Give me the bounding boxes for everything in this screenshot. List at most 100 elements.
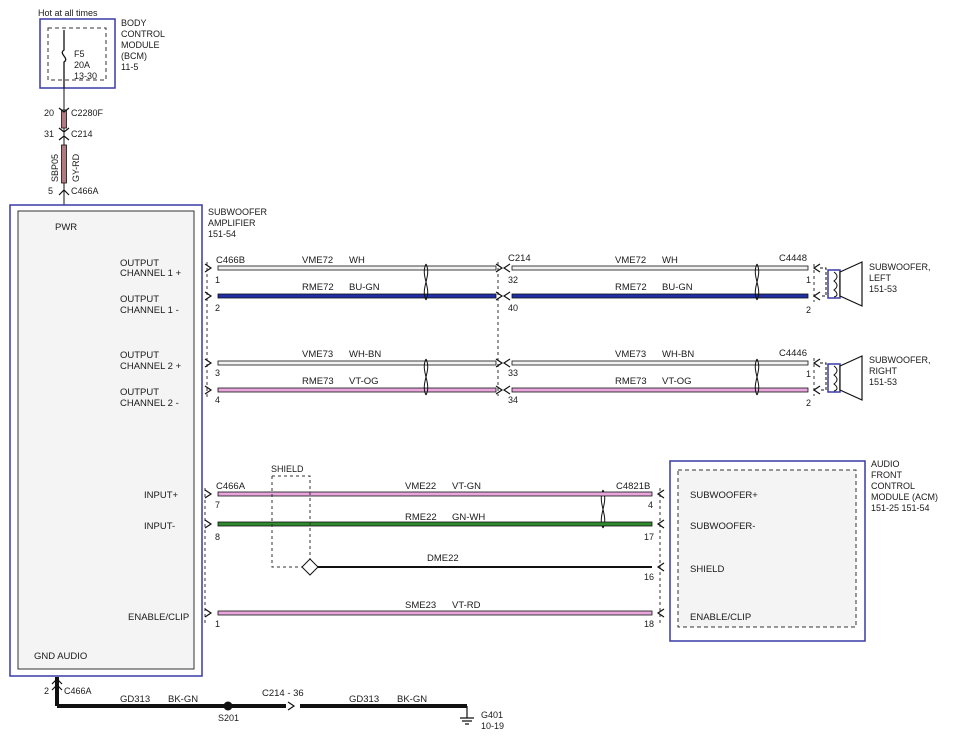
pin-output-ch2-plus-line2: CHANNEL 2 + (120, 361, 182, 372)
wire-vme73-seg2 (511, 360, 809, 366)
arrow-c466a-1-icon (204, 608, 213, 618)
rme72-color-left: BU-GN (349, 282, 380, 293)
ground-g401-ref: 10-19 (481, 721, 504, 731)
acm-title-line-4: MODULE (ACM) (871, 492, 938, 502)
acm-outer-box (669, 460, 866, 642)
wire-rme72-seg2 (511, 293, 809, 299)
ground-symbol-icon (460, 706, 474, 725)
c4446-label: C4446 (779, 348, 807, 359)
gd313-circuit-2: GD313 (349, 694, 379, 705)
output-wire-vme72 (217, 265, 809, 271)
output-wire-rme72 (217, 293, 809, 299)
bcm-box (39, 18, 116, 89)
twist-output1-right-icon (754, 263, 760, 301)
power-circuit: SBP05 (50, 154, 60, 182)
vme22-circuit: VME22 (405, 481, 436, 492)
acm-pin-shield: SHIELD (690, 564, 724, 575)
connector-c2280f-icon (58, 107, 70, 113)
arrow-ground-inline-icon (287, 701, 296, 711)
arrow-c466b-3-icon (204, 358, 213, 368)
rme72-circuit-left: RME72 (302, 282, 334, 293)
speaker-right: SUBWOOFER, RIGHT 151-53 (820, 355, 931, 401)
vme22-pin-a: 7 (215, 500, 220, 510)
acm-pin-subwoofer-minus: SUBWOOFER- (690, 521, 755, 532)
acm-title-line-2: FRONT (871, 470, 902, 480)
arrow-c214-3-icon (495, 358, 511, 368)
ground-g401-label: G401 (481, 710, 503, 720)
c466a-power-pin: 5 (48, 186, 53, 196)
rme73-circuit-left: RME73 (302, 376, 334, 387)
arrow-c4448-1-icon (812, 263, 821, 273)
pin-output-ch2-minus-line2: CHANNEL 2 - (120, 398, 179, 409)
wire-vme73-seg1 (217, 360, 497, 366)
rme73-color-left: VT-OG (349, 376, 379, 387)
amplifier-title-line-3: 151-54 (208, 229, 236, 239)
amplifier-outer-box (9, 204, 203, 677)
speaker-left-coil-icon (833, 271, 838, 298)
connector-c214-power-icon (58, 127, 70, 141)
arrow-c4821b-17-icon (656, 519, 665, 529)
arrow-c4821b-16-icon (656, 562, 665, 572)
vme72-circuit-left: VME72 (302, 255, 333, 266)
speaker-right-box (827, 363, 841, 393)
sme23-color: VT-RD (452, 600, 481, 611)
pin-output-ch1-plus-line2: CHANNEL 1 + (120, 268, 182, 279)
power-wire-segment-1 (61, 109, 67, 129)
amplifier-title: SUBWOOFER AMPLIFIER 151-54 (208, 207, 268, 239)
bcm-title-line-4: (BCM) (121, 51, 147, 61)
vme72-pin-b: 32 (508, 275, 518, 285)
splice-s201-icon (223, 701, 233, 711)
wire-rme22 (217, 521, 653, 527)
speaker-right-title-1: SUBWOOFER, (869, 355, 931, 365)
arrow-c214-2-icon (495, 291, 511, 301)
arrow-c214-4-icon (495, 385, 511, 395)
arrow-c4446-1-icon (812, 358, 821, 368)
fuse-ref: 13-30 (74, 71, 97, 81)
shield-dashed-outline (271, 475, 311, 568)
power-wire-segment-2 (61, 144, 67, 184)
c466b-label: C466B (216, 255, 245, 266)
vme73-color-left: WH-BN (349, 349, 381, 360)
gd313-color-1: BK-GN (168, 694, 198, 705)
twist-output1-left-icon (423, 263, 429, 301)
speaker-right-coil-icon (833, 365, 838, 392)
amplifier-pwr-label: PWR (55, 222, 77, 233)
speaker-left-title-2: LEFT (869, 273, 892, 283)
arrow-c4821b-4-icon (656, 489, 665, 499)
pin-input-minus: INPUT- (144, 521, 175, 532)
vme73-pin-b: 33 (508, 368, 518, 378)
amplifier-title-line-2: AMPLIFIER (208, 218, 256, 228)
arrow-icons (204, 263, 821, 711)
wire-rme72-seg1 (217, 293, 497, 299)
ground-inline-conn: C214 - 36 (262, 688, 304, 699)
c2280f-pin: 20 (44, 108, 54, 118)
wire-sme23 (217, 610, 653, 616)
vme72-pin-a: 1 (215, 275, 220, 285)
rme22-pin-b: 17 (644, 532, 654, 542)
arrow-c466b-4-icon (204, 385, 213, 395)
pin-output-ch2-minus-line1: OUTPUT (120, 387, 159, 398)
vme73-pin-c: 1 (806, 369, 811, 379)
shield-label: SHIELD (271, 464, 304, 474)
c466a-power-label: C466A (71, 186, 99, 196)
arrow-c466a-7-icon (204, 489, 213, 499)
rme72-pin-a: 2 (215, 303, 220, 313)
speaker-left-title-3: 151-53 (869, 284, 897, 294)
hot-at-all-times-label: Hot at all times (38, 8, 98, 18)
bcm-title: BODY CONTROL MODULE (BCM) 11-5 (121, 18, 165, 72)
vme73-color-right: WH-BN (662, 349, 694, 360)
speaker-left: SUBWOOFER, LEFT 151-53 (820, 261, 931, 307)
arrow-c466b-2-icon (204, 291, 213, 301)
acm-inner-box (677, 469, 857, 628)
c214-power-label: C214 (71, 129, 93, 139)
pin-output-ch1-plus-line1: OUTPUT (120, 258, 159, 269)
output-wire-vme73 (217, 360, 809, 366)
speaker-right-title-2: RIGHT (869, 366, 898, 376)
rme73-pin-b: 34 (508, 395, 518, 405)
bcm-title-line-2: CONTROL (121, 29, 165, 39)
wire-vme72-seg2 (511, 265, 809, 271)
pin-output-ch2-plus-line1: OUTPUT (120, 350, 159, 361)
speaker-right-cone-icon (839, 355, 863, 401)
arrow-c466a-8-icon (204, 519, 213, 529)
